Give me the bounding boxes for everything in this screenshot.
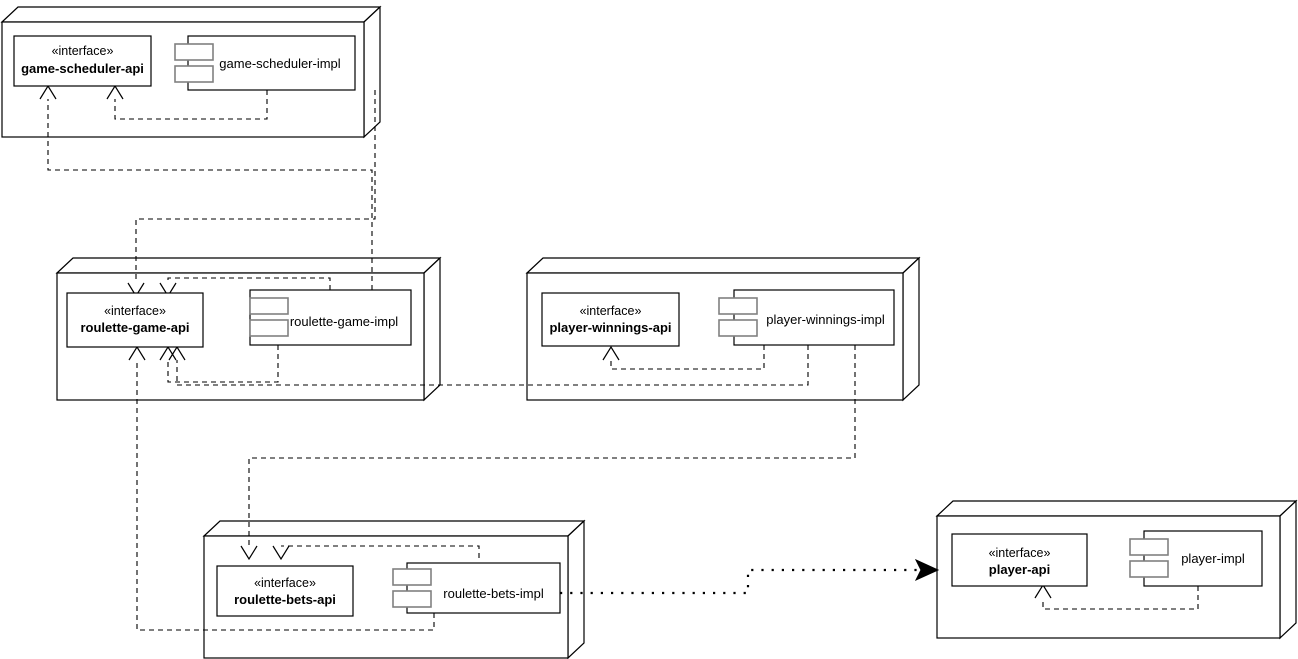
dep-roulette-bets-impl-to-api-top xyxy=(281,545,480,558)
impl-box-roulette-bets-impl[interactable] xyxy=(406,562,561,614)
interface-box-roulette-bets-api[interactable] xyxy=(216,565,354,617)
component-port-icon-lower xyxy=(249,319,289,337)
component-port-icon-lower xyxy=(1129,560,1169,578)
dep-player-winnings-impl-to-api xyxy=(610,345,765,370)
arrowhead-solid xyxy=(914,558,940,582)
package-bevel-top xyxy=(0,6,382,23)
dep-game-scheduler-impl-to-api xyxy=(114,90,268,120)
package-bevel-top xyxy=(55,257,442,274)
dep-roulette-game-impl-to-game-scheduler-api xyxy=(47,99,373,290)
package-bevel-top xyxy=(202,520,586,537)
interface-box-roulette-game-api[interactable] xyxy=(66,292,204,348)
impl-box-game-scheduler-impl[interactable] xyxy=(187,35,356,91)
interface-box-game-scheduler-api[interactable] xyxy=(13,35,152,87)
dep-player-winnings-impl-to-roulette-bets-api xyxy=(248,345,856,546)
component-port-icon-lower xyxy=(392,590,432,608)
component-port-icon-lower xyxy=(174,65,214,83)
arrowhead-open xyxy=(602,345,620,361)
package-bevel-right xyxy=(902,256,920,402)
interface-box-player-winnings-api[interactable] xyxy=(541,292,680,347)
dep-roulette-game-impl-to-api xyxy=(167,277,331,290)
component-port-icon-upper xyxy=(392,568,432,586)
dep-roulette-game-impl-bottom-to-api xyxy=(167,345,279,383)
component-port-icon-upper xyxy=(174,43,214,61)
package-bevel-right xyxy=(363,5,381,139)
impl-box-player-winnings-impl[interactable] xyxy=(733,289,895,346)
dep-game-scheduler-impl-to-roulette-game-api xyxy=(135,90,376,283)
dep-player-winnings-impl-to-roulette-game-api xyxy=(176,345,809,386)
component-port-icon-upper xyxy=(718,297,758,315)
package-bevel-right xyxy=(1279,499,1297,640)
component-port-icon-upper xyxy=(249,297,289,315)
dep-player-impl-to-api xyxy=(1042,586,1199,610)
arrowhead-open xyxy=(272,545,290,561)
component-port-icon-lower xyxy=(718,319,758,337)
package-bevel-top xyxy=(525,257,921,274)
interface-box-player-api[interactable] xyxy=(951,533,1088,587)
dep-roulette-bets-impl-to-roulette-game-api xyxy=(136,360,435,631)
component-port-icon-upper xyxy=(1129,538,1169,556)
package-bevel-right xyxy=(567,519,585,659)
dep-roulette-bets-impl-to-player-api xyxy=(560,568,920,595)
arrowhead-open xyxy=(240,545,258,561)
package-bevel-top xyxy=(935,500,1298,517)
package-bevel-right xyxy=(423,256,441,402)
